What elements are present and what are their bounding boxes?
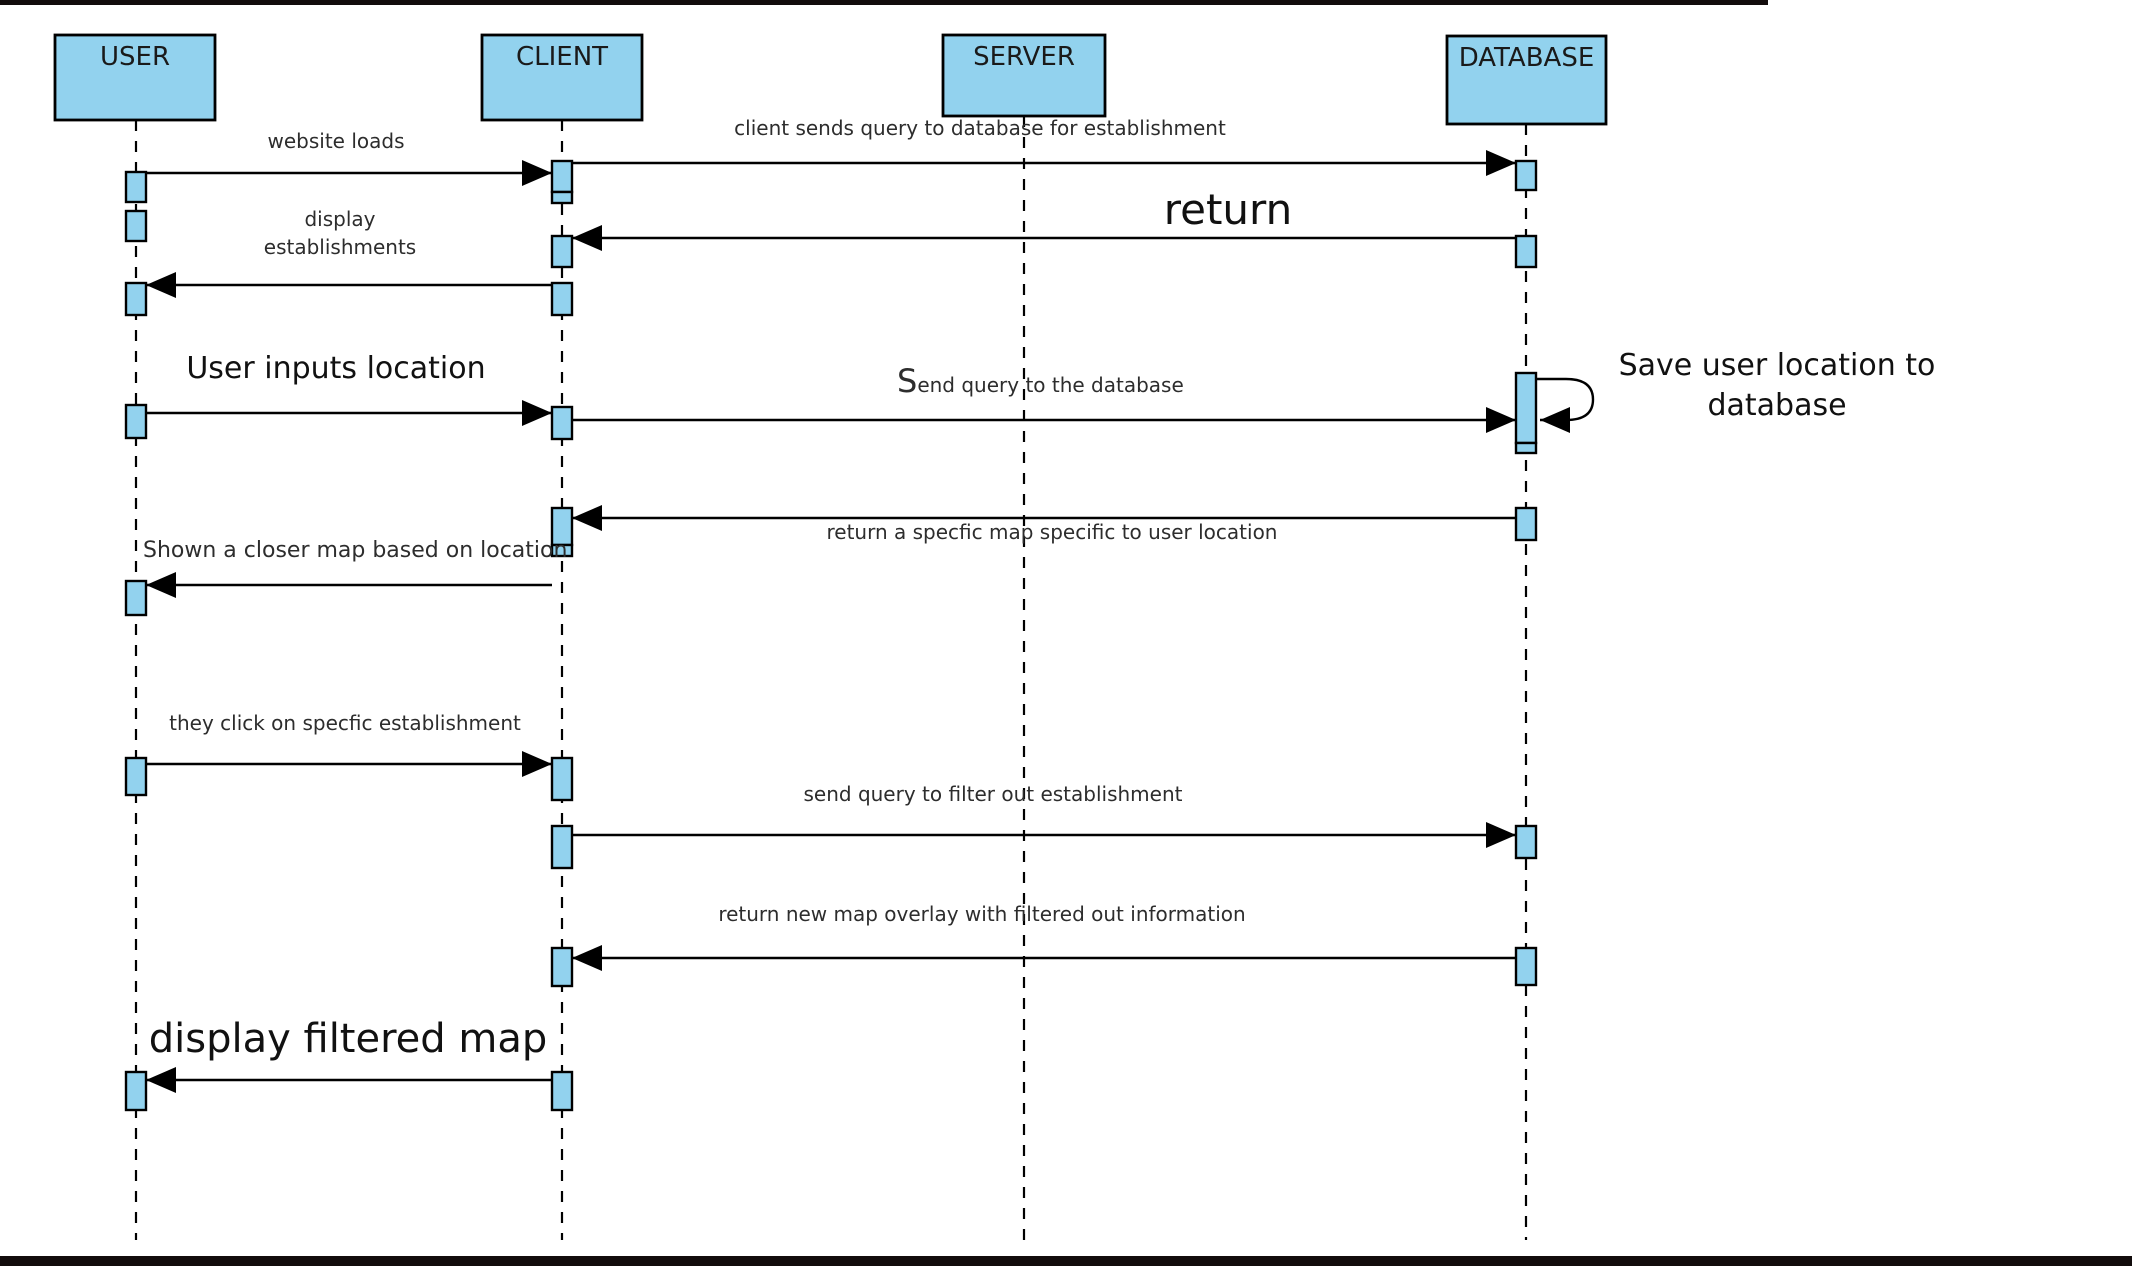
message-label-click-establishment: they click on specfic establishment [169,711,521,735]
actor-label-database: DATABASE [1459,43,1595,73]
activation-user [124,403,148,440]
actor-box-user [53,33,217,122]
self-loop-label-save-user-location-line1: Save user location to [1619,348,1936,383]
self-loop-label-save-user-location-line2: database [1707,388,1846,423]
actor-label-server: SERVER [973,42,1075,72]
labels-layer: website loads client sends query to datab… [143,116,1935,1062]
activation-database [1514,946,1538,987]
activation-client [550,234,574,269]
activation-client [550,543,574,558]
message-label-query-filter-establishment: send query to filter out establishment [803,782,1182,806]
activation-user [124,281,148,317]
activation-user [124,579,148,617]
activation-user [124,756,148,797]
top-edge-bar [0,0,1768,5]
message-label-display-establishments-line1: display [304,207,375,231]
self-loop-arrow-save-user-location [1536,377,1595,433]
actor-box-database [1445,34,1608,126]
activation-database [1514,234,1538,269]
activation-client [550,281,574,317]
bottom-edge-bar [0,1256,2132,1266]
message-label-return: return [1164,185,1292,234]
activation-client [550,824,574,870]
activation-user [124,1070,148,1112]
message-label-send-query-database: Send query to the database [897,362,1184,400]
activation-user [124,170,148,204]
message-label-display-filtered-map: display filtered map [149,1016,548,1062]
activation-client [550,159,574,194]
activation-client [550,946,574,988]
actor-label-user: USER [100,42,170,72]
lifelines-layer [134,116,1528,1240]
actor-box-client [480,33,644,122]
activation-client [550,1070,574,1112]
message-label-send-query-database-span1: S [897,362,917,400]
activation-database [1514,506,1538,542]
activation-client [550,405,574,441]
activation-database [1514,159,1538,192]
message-label-display-establishments-line2: establishments [264,235,416,259]
message-label-shown-closer-map: Shown a closer map based on location [143,538,567,563]
actor-label-client: CLIENT [516,42,608,72]
message-label-client-query-establishment: client sends query to database for estab… [734,116,1226,140]
message-label-user-inputs-location: User inputs location [186,351,485,386]
message-label-return-map-overlay: return new map overlay with filtered out… [718,902,1245,926]
activation-client [550,190,574,205]
activation-database [1514,441,1538,455]
actor-box-server [941,33,1107,118]
actors-layer: USER CLIENT SERVER DATABASE [53,33,1608,126]
message-label-send-query-database-span2: end query to the database [917,373,1183,397]
activation-user [124,209,148,243]
activations-layer [124,159,1538,1112]
messages-layer [146,150,1595,1093]
message-label-return-specific-map: return a specfic map specific to user lo… [827,520,1278,544]
message-label-website-loads: website loads [267,129,404,153]
activation-database [1514,371,1538,445]
activation-database [1514,824,1538,860]
activation-client [550,756,574,802]
